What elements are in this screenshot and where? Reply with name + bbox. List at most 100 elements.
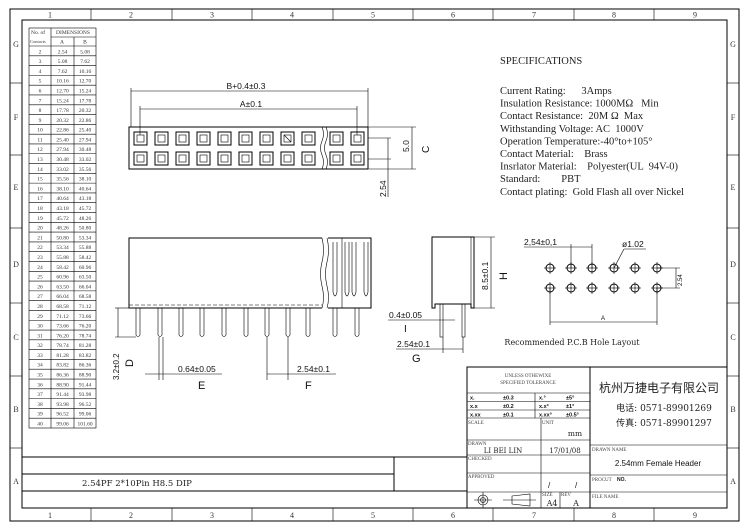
table-cell: 81.28: [79, 343, 92, 349]
table-cell: 63.50: [79, 275, 92, 281]
tolerance-cell: ±0.5°: [566, 412, 579, 418]
tolerance-cell: x.x: [470, 404, 479, 410]
pin: [332, 308, 338, 337]
row-letter: E: [731, 183, 736, 192]
table-header-b: B: [83, 40, 87, 46]
table-cell: 30: [37, 324, 43, 330]
row-letter: B: [13, 405, 18, 414]
column-number: 6: [451, 511, 455, 520]
table-cell: 73.66: [56, 324, 69, 330]
table-cell: 25.40: [56, 137, 69, 143]
contact-cavity: [280, 131, 295, 146]
contact-cavity: [259, 151, 274, 166]
dim-g-label: 2.54±0.1: [397, 339, 430, 349]
pin: [354, 308, 360, 337]
pin: [178, 308, 184, 337]
table-cell: 83.82: [79, 353, 92, 359]
spec-line: Contact Material: Brass: [500, 149, 608, 160]
table-cell: 43.18: [79, 196, 92, 202]
contact-cavities: [133, 131, 365, 166]
drawn-by: LI BEI LIN: [484, 447, 522, 455]
label-f: F: [305, 380, 312, 392]
tolerance-cell: x.°: [539, 396, 546, 402]
unit-value: mm: [568, 429, 582, 438]
table-cell: 5: [39, 79, 42, 85]
tolerance-cell: x.xx°: [539, 412, 552, 418]
dim-i-label: 0.4±0.05: [389, 310, 422, 320]
pin: [243, 308, 249, 337]
table-cell: 33: [37, 353, 43, 359]
pcb-hole-label: ø1.02: [622, 239, 644, 249]
dim-b-label: B+0.4±0.3: [227, 81, 266, 91]
row-letter: D: [730, 260, 736, 269]
table-cell: 11: [37, 137, 43, 143]
table-cell: 34: [37, 363, 43, 369]
table-cell: 38.10: [56, 186, 69, 192]
table-cell: 71.12: [79, 304, 92, 310]
table-row: 25 60.96 63.50: [29, 275, 96, 282]
table-cell: 96.52: [79, 402, 92, 408]
approved-label: APPROVED: [468, 475, 495, 480]
row-letter: A: [13, 477, 19, 486]
pcb-hole-icon: [629, 262, 641, 274]
contact-cavity: [238, 151, 253, 166]
table-cell: 99.06: [56, 422, 69, 428]
table-cell: 86.36: [79, 363, 92, 369]
table-cell: 35: [37, 373, 43, 379]
table-cell: 38.10: [79, 177, 92, 183]
table-cell: 37: [37, 392, 43, 398]
row-letter: G: [13, 40, 19, 49]
column-number: 4: [290, 511, 294, 520]
tolerance-cell: ±5°: [566, 396, 574, 402]
table-cell: 66.04: [79, 284, 92, 290]
table-cell: 31: [37, 333, 43, 339]
pcb-hole-icon: [565, 282, 577, 294]
table-cell: 99.06: [79, 412, 92, 418]
table-cell: 25: [37, 275, 43, 281]
pin: [157, 308, 163, 337]
column-number: 7: [532, 511, 536, 520]
contact-cavity: [196, 151, 211, 166]
checked-label: CHECKED: [468, 457, 492, 462]
table-cell: 48.26: [56, 226, 69, 232]
table-cell: 20: [37, 226, 43, 232]
table-cell: 4: [39, 69, 42, 75]
table-cell: 60.96: [56, 275, 69, 281]
part-description: 2.54PF 2*10Pin H8.5 DIP: [82, 479, 192, 489]
row-letter: C: [13, 333, 18, 342]
row-letter: E: [14, 183, 19, 192]
table-cell: 7.62: [58, 69, 68, 75]
table-cell: 27.94: [56, 147, 69, 153]
tolerance-header-2: SPECIFIED TOLERANCE: [500, 381, 556, 386]
company-phone: 电话: 0571-89901269: [616, 402, 712, 414]
contact-cavity: [280, 151, 295, 166]
table-cell: 50.80: [56, 235, 69, 241]
rev-label: REV: [561, 493, 571, 498]
pin: [305, 308, 311, 337]
outer-border: [9, 8, 740, 522]
pin: [135, 308, 141, 337]
table-cell: 16: [37, 186, 43, 192]
column-number: 8: [612, 11, 616, 20]
rev-value: A: [572, 499, 579, 508]
approved-slash-1: /: [548, 481, 551, 490]
column-number: 2: [129, 11, 133, 20]
row-letter: F: [14, 113, 19, 122]
